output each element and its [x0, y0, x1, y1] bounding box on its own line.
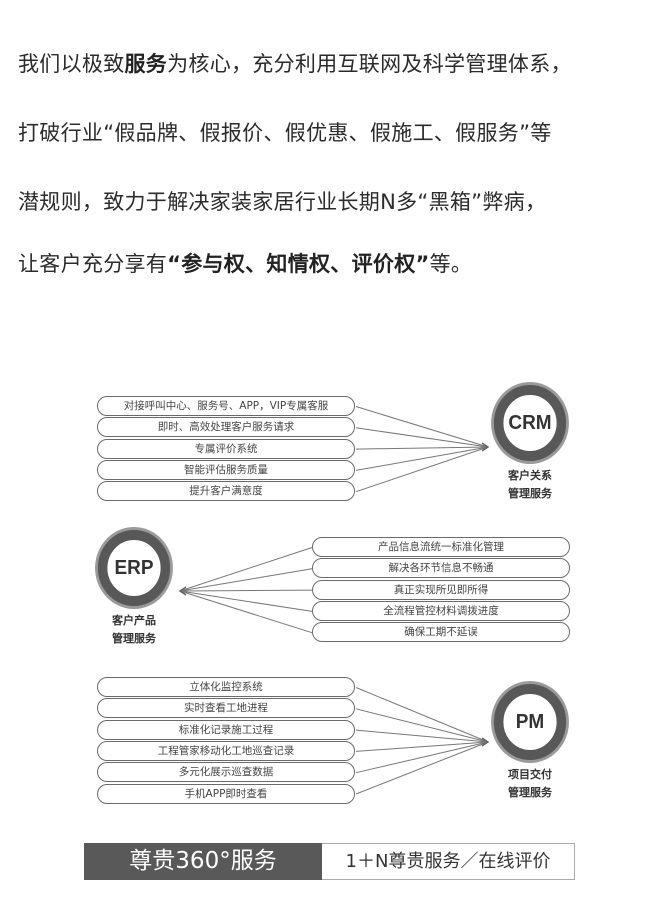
bold-text: 服务	[124, 52, 168, 76]
crm-item: 智能评估服务质量	[97, 459, 355, 480]
erp-circle: ERP	[97, 530, 171, 606]
intro-line-4: 让客户充分享有“参与权、知情权、评价权”等。	[18, 248, 472, 278]
connector-line	[355, 708, 489, 743]
connector-line	[179, 589, 313, 592]
pm-item: 立体化监控系统	[97, 677, 355, 697]
text: 我们以极致	[18, 52, 125, 76]
crm-item: 专属评价系统	[97, 438, 355, 459]
crm-label-1: 客户关系	[508, 469, 552, 482]
footer-banner-right: 1＋N尊贵服务／在线评价	[322, 843, 575, 880]
erp-item: 全流程管控材料调拨进度	[312, 600, 570, 621]
connector-line	[179, 590, 313, 612]
connector-line	[355, 427, 489, 448]
connector-line	[355, 687, 489, 743]
pm-item: 工程管家移动化工地巡查记录	[97, 740, 355, 761]
connector-line	[355, 446, 489, 450]
connector-line	[179, 568, 313, 592]
pm-item: 多元化展示巡查数据	[97, 762, 355, 783]
crm-circle: CRM	[493, 385, 567, 461]
text: 为核心，充分利用互联网及科学管理体系，	[167, 52, 572, 76]
pm-item: 手机APP即时查看	[97, 783, 355, 804]
arrowhead-icon	[481, 442, 490, 452]
connector-line	[355, 446, 489, 493]
connector-line	[355, 741, 489, 795]
intro-line-3: 潜规则，致力于解决家装家居行业长期N多“黑箱”弊病，	[18, 190, 547, 214]
erp-label-2: 管理服务	[112, 632, 156, 645]
text: 等。	[429, 252, 473, 276]
connector-line	[355, 729, 489, 743]
crm-item: 提升客户满意度	[97, 481, 355, 502]
connector-line	[355, 406, 489, 448]
connector-line	[179, 547, 313, 592]
arrowhead-icon	[481, 737, 490, 747]
crm-item: 对接呼叫中心、服务号、APP，VIP专属客服	[97, 396, 355, 416]
text: 让客户充分享有	[18, 252, 168, 276]
footer-banner-left: 尊贵360°服务	[84, 843, 322, 880]
arrowhead-icon	[178, 586, 187, 596]
pm-item: 实时查看工地进程	[97, 698, 355, 719]
intro-line-1: 我们以极致服务为核心，充分利用互联网及科学管理体系，	[18, 48, 572, 78]
erp-label-1: 客户产品	[112, 614, 156, 627]
connector-line	[355, 741, 489, 752]
erp-item: 解决各环节信息不畅通	[312, 558, 570, 579]
crm-item: 即时、高效处理客户服务请求	[97, 417, 355, 438]
pm-item: 标准化记录施工过程	[97, 719, 355, 740]
pm-label-1: 项目交付	[508, 768, 552, 781]
connector-line	[355, 741, 489, 774]
erp-item: 真正实现所见即所得	[312, 579, 570, 600]
crm-label-2: 管理服务	[508, 487, 552, 500]
pm-circle: PM	[493, 684, 567, 760]
erp-item: 产品信息流统一标准化管理	[312, 537, 570, 557]
connector-line	[355, 446, 489, 471]
pm-label-2: 管理服务	[508, 786, 552, 799]
erp-item: 确保工期不延误	[312, 622, 570, 643]
bold-text: “参与权、知情权、评价权”	[167, 252, 430, 276]
connector-line	[179, 590, 313, 634]
intro-line-2: 打破行业“假品牌、假报价、假优惠、假施工、假服务”等	[18, 121, 552, 145]
